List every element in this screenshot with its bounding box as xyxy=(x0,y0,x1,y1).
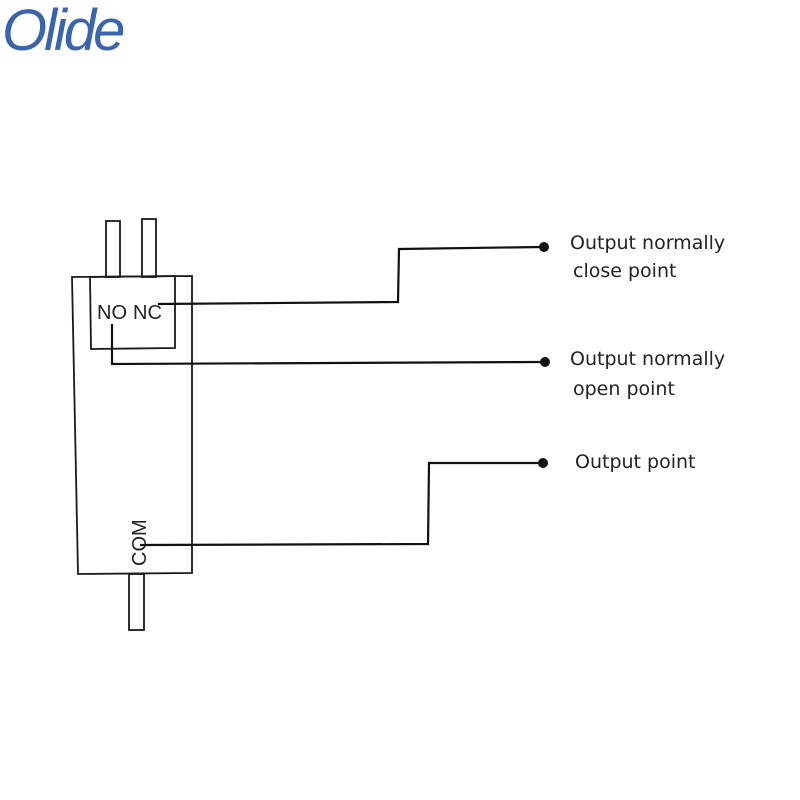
callout-line2: close point xyxy=(573,260,677,282)
bottom-pin xyxy=(128,573,145,631)
callout-normally-open: Output normally open point xyxy=(570,345,725,403)
callout-line1: Output point xyxy=(575,451,696,473)
terminal-dot-nc xyxy=(539,242,549,252)
callout-line2: open point xyxy=(573,378,675,400)
wire-com xyxy=(139,461,540,547)
terminal-com-label: COM xyxy=(129,519,151,566)
wire-nc xyxy=(157,245,543,306)
terminal-dot-no xyxy=(540,357,550,367)
callout-line1: Output normally xyxy=(570,232,726,254)
top-pin-right xyxy=(141,218,157,278)
terminal-nc-label: NC xyxy=(133,302,162,324)
wire-no xyxy=(110,324,544,366)
terminal-dot-com xyxy=(538,458,548,468)
brand-logo: Olide xyxy=(2,0,125,63)
terminal-block xyxy=(89,275,176,350)
top-pin-left xyxy=(105,220,121,278)
terminal-no-label: NO xyxy=(97,302,127,324)
callout-line1: Output normally xyxy=(570,348,726,370)
callout-output-point: Output point xyxy=(575,448,696,476)
callout-normally-close: Output normally close point xyxy=(570,229,725,285)
